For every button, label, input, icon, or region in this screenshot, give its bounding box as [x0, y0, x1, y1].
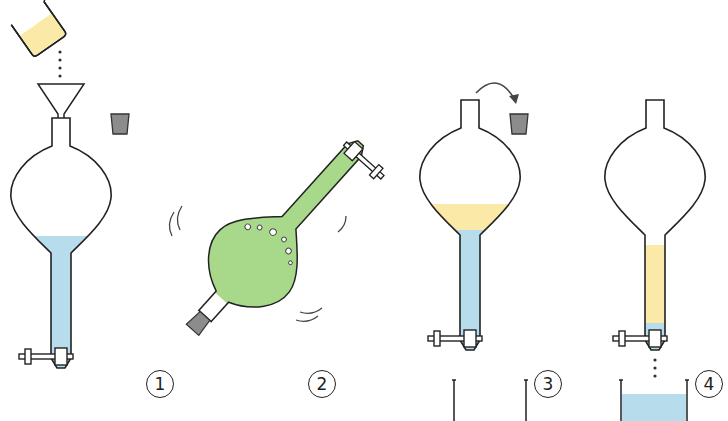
beaker: [619, 380, 689, 421]
arrowhead: [509, 94, 519, 104]
callout-number: 4: [695, 370, 723, 398]
separatory-funnel: [1, 118, 121, 376]
separatory-funnel-shaken: [151, 102, 406, 367]
stopper: [510, 114, 528, 134]
stopper: [111, 114, 129, 134]
separatory-funnel-settled: [410, 100, 530, 360]
callout-number: 1: [146, 370, 174, 398]
collected-liquid: [622, 394, 686, 421]
pouring-beaker: [10, 0, 71, 57]
callout-number: 3: [534, 370, 562, 398]
beaker: [452, 380, 528, 421]
removal-arrow: [476, 83, 515, 100]
callout-number: 2: [308, 370, 336, 398]
drops: [58, 50, 61, 77]
drops: [653, 358, 656, 377]
separatory-funnel-draining: [595, 100, 715, 363]
